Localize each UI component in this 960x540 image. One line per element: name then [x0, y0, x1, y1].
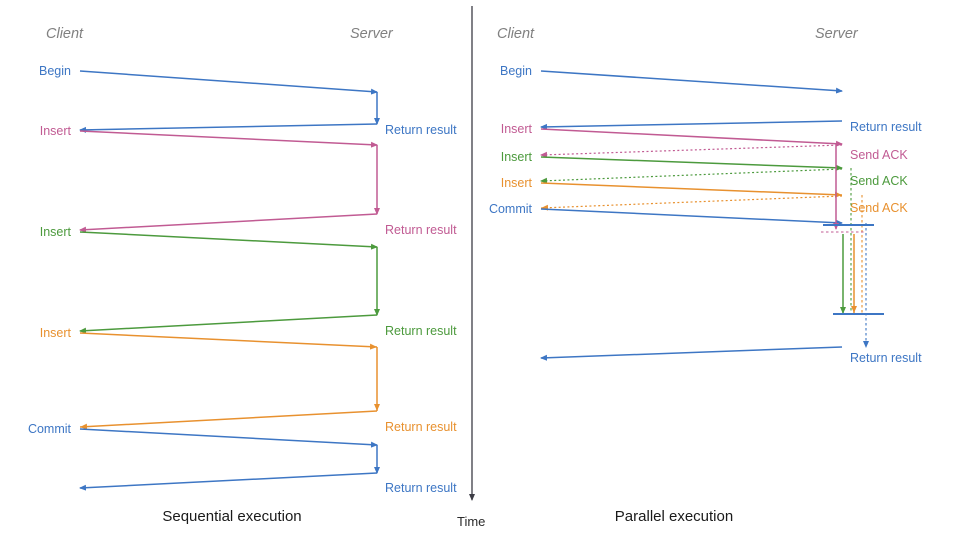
message-arrow-sequential-2 [79, 130, 378, 148]
message-label-sequential-4: Insert [40, 225, 72, 239]
message-label-sequential-0: Begin [39, 64, 71, 78]
message-label-sequential-3: Return result [385, 223, 457, 237]
caption-parallel-execution: Parallel execution [615, 508, 733, 525]
message-arrow-sequential-5 [79, 314, 378, 334]
message-arrow-parallel-2 [540, 128, 843, 147]
client-lane-header-parallel: Client [497, 26, 535, 42]
message-arrow-parallel-3 [540, 144, 843, 158]
message-label-sequential-5: Return result [385, 324, 457, 338]
message-label-parallel-6: Insert [501, 176, 533, 190]
message-arrow-parallel-7 [540, 195, 843, 211]
message-label-parallel-4: Insert [501, 150, 533, 164]
message-arrow-sequential-8 [79, 428, 378, 448]
server-lane-header-sequential: Server [350, 26, 394, 42]
time-axis-label: Time [457, 514, 485, 529]
message-label-parallel-9: Return result [850, 351, 922, 365]
message-arrow-sequential-3 [79, 213, 378, 233]
message-arrow-sequential-0 [79, 70, 378, 95]
message-label-parallel-2: Insert [501, 122, 533, 136]
message-arrow-parallel-6 [540, 182, 843, 198]
client-lane-header-sequential: Client [46, 26, 84, 42]
message-arrow-parallel-5 [540, 168, 843, 184]
message-arrow-parallel-9 [540, 346, 843, 361]
message-arrow-parallel-4 [540, 156, 843, 171]
message-label-parallel-3: Send ACK [850, 148, 908, 162]
message-arrow-sequential-6 [79, 332, 378, 350]
message-label-sequential-6: Insert [40, 326, 72, 340]
message-label-sequential-7: Return result [385, 420, 457, 434]
message-label-parallel-7: Send ACK [850, 201, 908, 215]
message-label-parallel-1: Return result [850, 120, 922, 134]
message-arrow-parallel-8 [540, 208, 843, 226]
message-arrow-sequential-1 [79, 123, 378, 133]
message-label-sequential-2: Insert [40, 124, 72, 138]
server-lane-header-parallel: Server [815, 26, 859, 42]
message-label-parallel-0: Begin [500, 64, 532, 78]
message-label-parallel-5: Send ACK [850, 174, 908, 188]
message-label-sequential-1: Return result [385, 123, 457, 137]
caption-sequential-execution: Sequential execution [162, 508, 301, 525]
message-arrow-parallel-0 [540, 70, 843, 94]
message-arrow-sequential-4 [79, 231, 378, 250]
message-label-parallel-8: Commit [489, 202, 533, 216]
message-arrow-sequential-9 [79, 472, 378, 491]
message-label-sequential-8: Commit [28, 422, 72, 436]
message-arrow-parallel-1 [540, 120, 843, 130]
message-arrow-sequential-7 [79, 410, 378, 430]
message-label-sequential-9: Return result [385, 481, 457, 495]
